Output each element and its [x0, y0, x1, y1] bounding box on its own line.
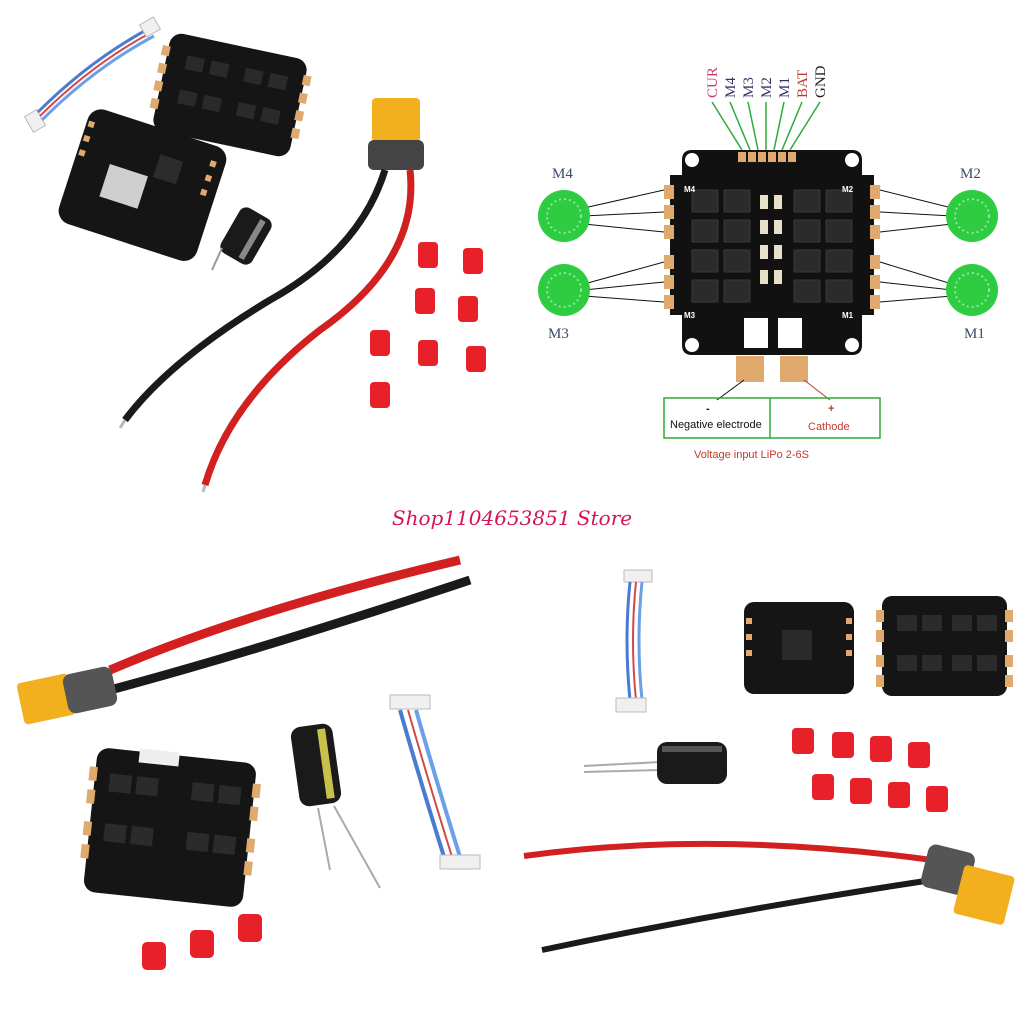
motor-icon-m4 [538, 190, 590, 242]
product-photo-bottom-right [512, 530, 1024, 1024]
negative-sign: - [706, 403, 710, 415]
motor-icon-m2 [946, 190, 998, 242]
motor-icon-m3 [538, 264, 590, 316]
pad-label-m2: M2 [842, 185, 854, 194]
motor-label-m4: M4 [552, 166, 573, 182]
pin-label-m3: M3 [741, 77, 757, 98]
pad-label-m1: M1 [842, 311, 854, 320]
product-photo-top-left [0, 0, 512, 500]
voltage-input-caption: Voltage input LiPo 2-6S [694, 449, 809, 461]
wiring-diagram: CUR M4 M3 M2 M1 BAT GND [512, 0, 1024, 500]
rubber-grommets [142, 914, 262, 970]
pad-label-m3: M3 [684, 311, 696, 320]
top-pin-labels: CUR M4 M3 M2 M1 BAT GND [705, 65, 829, 98]
motor-wires [583, 189, 953, 303]
xt60-connector [16, 555, 472, 725]
pin-label-m1: M1 [777, 77, 793, 98]
motor-icon-m1 [946, 264, 998, 316]
xt60-connector [523, 840, 1015, 953]
store-name-banner: Shop1104653851 Store [391, 506, 633, 530]
power-input-box: - Negative electrode + Cathode [663, 397, 881, 439]
rubber-grommets [370, 242, 486, 408]
ribbon-cable [389, 694, 481, 870]
esc-board [149, 33, 312, 157]
capacitor [583, 742, 727, 784]
capacitor [211, 207, 272, 271]
capacitor [290, 723, 381, 889]
rubber-grommets [792, 728, 948, 812]
pin-label-m4: M4 [723, 77, 739, 98]
motor-label-m1: M1 [964, 326, 985, 342]
ribbon-cable [23, 16, 162, 133]
flight-controller-board [58, 109, 227, 261]
pin-label-m2: M2 [759, 77, 775, 98]
xt60-connector [118, 98, 424, 493]
cathode-label: Cathode [808, 421, 850, 433]
pin-label-gnd: GND [813, 65, 829, 98]
pin-label-bat: BAT [795, 70, 811, 98]
esc-board-diagram: M4 M2 M3 M1 [664, 150, 880, 382]
motor-label-m2: M2 [960, 166, 981, 182]
motor-label-m3: M3 [548, 326, 569, 342]
pin-leader-lines [711, 101, 821, 151]
esc-board [80, 748, 261, 907]
positive-sign: + [828, 403, 834, 415]
pin-label-cur: CUR [705, 67, 721, 98]
pad-label-m4: M4 [684, 185, 696, 194]
esc-board [876, 596, 1013, 696]
product-photo-bottom-left [0, 530, 512, 1024]
flight-controller-board [744, 602, 854, 694]
negative-electrode-label: Negative electrode [670, 419, 762, 431]
ribbon-cable [615, 569, 653, 713]
